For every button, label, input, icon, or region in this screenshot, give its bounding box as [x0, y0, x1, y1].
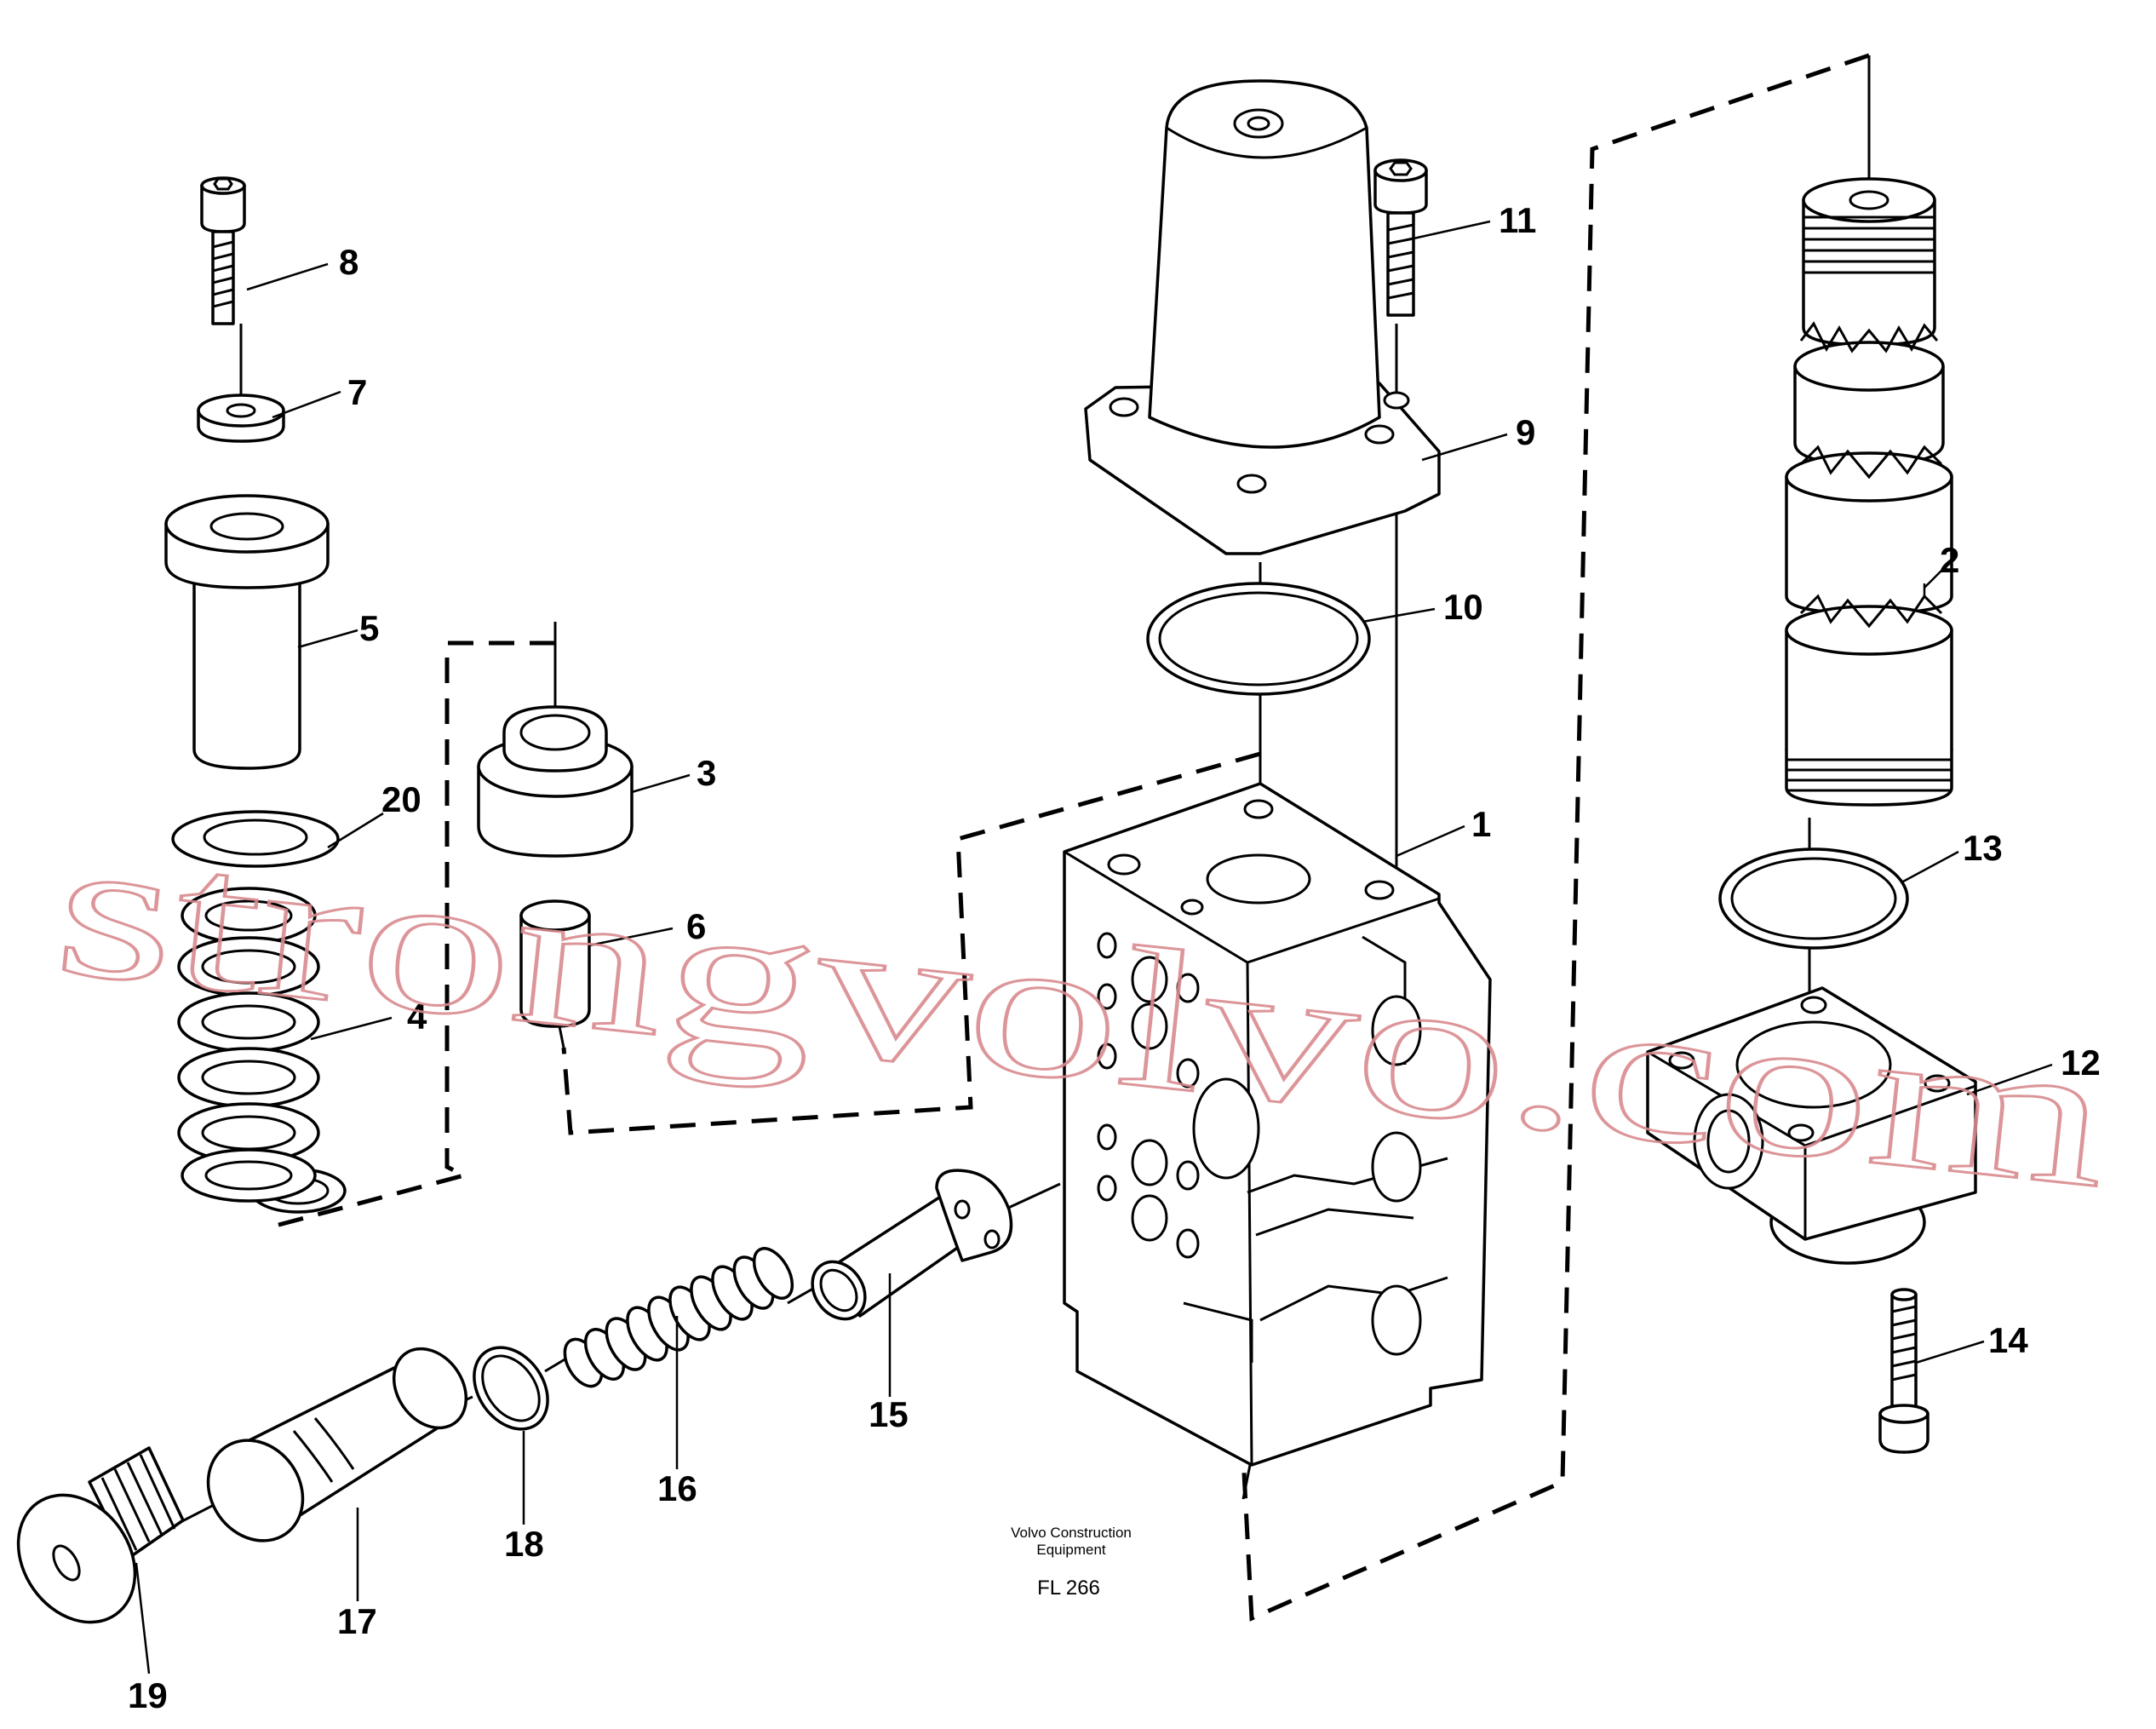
part-5-sleeve	[164, 494, 330, 770]
part-20-shim-washer	[171, 810, 340, 868]
part-13-o-ring	[1718, 847, 1909, 950]
label-18: 18	[504, 1524, 544, 1564]
label-6: 6	[686, 906, 706, 946]
label-2: 2	[1940, 540, 1959, 580]
label-14: 14	[1988, 1320, 2028, 1360]
caption: Volvo Construction Equipment FL 266	[1011, 1525, 1132, 1600]
label-3: 3	[697, 753, 716, 793]
label-11: 11	[1499, 200, 1536, 240]
leader-lines	[135, 220, 2053, 1674]
label-5: 5	[359, 608, 379, 648]
label-19: 19	[128, 1675, 168, 1715]
label-8: 8	[339, 242, 358, 282]
part-number-labels: 8 7 5 20 4 3 6 11 9 10 1 2 13 12 14 15 1…	[128, 200, 2101, 1715]
label-7: 7	[347, 372, 367, 412]
part-15-sleeve	[811, 1169, 1013, 1321]
part-1-valve-body	[1063, 782, 1492, 1467]
part-2-valve-spool	[1785, 177, 1953, 807]
label-13: 13	[1963, 828, 2003, 868]
part-11-socket-screw	[1373, 158, 1428, 317]
part-12-flange-block	[1646, 986, 1977, 1265]
part-18-o-ring	[473, 1346, 549, 1431]
part-14-socket-screw	[1878, 1288, 1930, 1454]
label-9: 9	[1516, 412, 1535, 452]
part-16-spring	[563, 1247, 794, 1388]
part-9-cover	[1084, 79, 1441, 555]
assembly-axis-lines	[178, 55, 1871, 1525]
caption-line-2: Equipment	[1036, 1542, 1106, 1558]
assembly-dashed-lines	[272, 53, 1870, 1622]
part-3-cap	[477, 705, 634, 858]
label-12: 12	[2061, 1043, 2101, 1083]
label-17: 17	[337, 1601, 377, 1641]
caption-line-1: Volvo Construction	[1011, 1525, 1132, 1541]
part-4-coil-spring	[177, 887, 347, 1214]
label-20: 20	[381, 779, 421, 819]
label-1: 1	[1471, 804, 1491, 844]
figure-code: FL 266	[1037, 1577, 1100, 1600]
label-16: 16	[657, 1468, 697, 1508]
part-6-pin	[519, 899, 591, 1028]
label-15: 15	[869, 1394, 909, 1434]
part-17-piston	[206, 1347, 468, 1542]
label-10: 10	[1443, 587, 1483, 627]
part-19-plug	[16, 1446, 185, 1624]
part-8-socket-screw	[200, 176, 246, 325]
part-10-o-ring	[1146, 582, 1371, 696]
label-4: 4	[407, 997, 427, 1037]
part-7-washer	[197, 393, 285, 443]
